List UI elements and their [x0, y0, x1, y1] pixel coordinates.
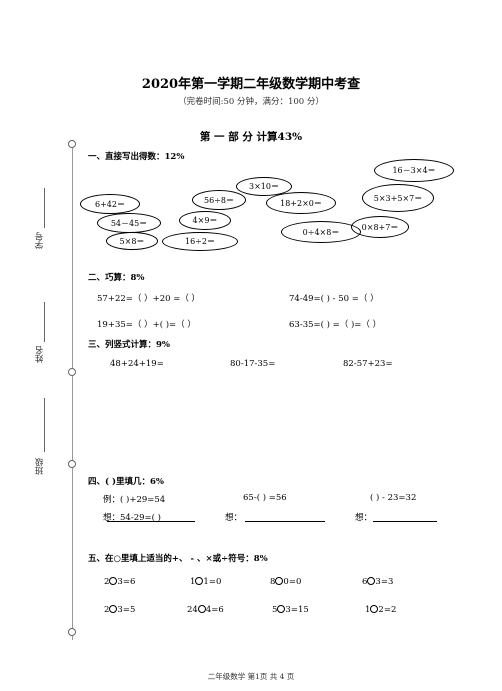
answer-bubble[interactable]: 56÷8＝ [192, 190, 246, 210]
answer-line[interactable] [373, 521, 437, 522]
answer-bubble[interactable]: 3×10＝ [236, 177, 292, 196]
answer-bubble[interactable]: 5×8＝ [106, 232, 158, 250]
answer-bubble[interactable]: 0÷4×8＝ [281, 221, 361, 243]
symbol-circle[interactable] [195, 577, 204, 585]
answer-bubble[interactable]: 5×3+5×7＝ [362, 184, 434, 212]
answer-bubble[interactable]: 4×9＝ [179, 211, 231, 230]
think-example: 想：54-29=( ) [103, 511, 164, 523]
symbol-circle[interactable] [109, 605, 118, 613]
binding-hole [68, 368, 76, 376]
symbol-circle[interactable] [370, 605, 379, 613]
answer-bubble[interactable]: 54－45＝ [97, 213, 161, 233]
answer-line[interactable] [245, 521, 325, 522]
symbol-circle[interactable] [197, 605, 206, 613]
answer-bubble[interactable]: 0×8+7＝ [351, 216, 409, 238]
symbol-circle[interactable] [275, 577, 284, 585]
think-label: 想： [225, 513, 243, 523]
section-3-title: 三、列竖式计算：9% [88, 340, 170, 350]
page-footer: 二年级数学 第1页 共 4 页 [207, 672, 295, 681]
symbol-circle[interactable] [277, 605, 286, 613]
page-title: 2020年第一学期二年级数学期中考查 [141, 77, 361, 92]
binding-hole [68, 628, 76, 636]
clever-calc-item: 63-35=( ) =（ )=（ ） [289, 320, 382, 330]
symbol-circle[interactable] [109, 577, 118, 585]
think-label: 想： [355, 513, 373, 523]
student-id-line [44, 188, 45, 228]
section-4-title: 四、( )里填几：6% [88, 477, 164, 487]
symbol-circle[interactable] [367, 577, 376, 585]
section-2-title: 二、巧算：8% [88, 273, 145, 283]
fill-question: ( ) - 23=32 [370, 493, 417, 503]
part-title: 第 一 部 分 计算43% [199, 131, 303, 143]
name-label: 姓名 [35, 346, 45, 363]
binding-line [72, 140, 73, 640]
name-line [44, 302, 45, 342]
section-5-title: 五、在○里填上适当的+、 - 、×或÷符号：8% [88, 554, 268, 564]
vertical-calc-item: 48+24+19= [110, 359, 164, 369]
fill-example: 例：( )+29=54 [103, 495, 166, 505]
answer-bubble[interactable]: 16÷2＝ [162, 232, 238, 251]
think-underline [107, 521, 195, 522]
class-line [44, 398, 45, 452]
section-1-title: 一、直接写出得数：12% [88, 152, 185, 162]
fill-question: 65-( ) =56 [243, 493, 287, 503]
answer-bubble[interactable]: 18+2×0＝ [266, 192, 336, 214]
vertical-calc-item: 82-57+23= [343, 359, 393, 369]
clever-calc-item: 19+35=（ ）+( )=（ ） [97, 320, 196, 330]
student-id-label: 学号 [35, 232, 45, 249]
binding-hole [68, 460, 76, 468]
clever-calc-item: 57+22=（ ）+20 =（ ） [97, 294, 201, 304]
clever-calc-item: 74-49=( ) - 50 =（ ） [289, 294, 379, 304]
think-example-text: 想：54-29=( ) [103, 513, 161, 523]
answer-bubble[interactable]: 16－3×4＝ [374, 159, 454, 182]
binding-hole [68, 140, 76, 148]
class-label: 班级 [35, 458, 45, 475]
vertical-calc-item: 80-17-35= [230, 359, 276, 369]
page-subtitle: （完卷时间:50 分钟，满分：100 分） [178, 97, 324, 107]
answer-bubble[interactable]: 6+42＝ [80, 194, 140, 214]
